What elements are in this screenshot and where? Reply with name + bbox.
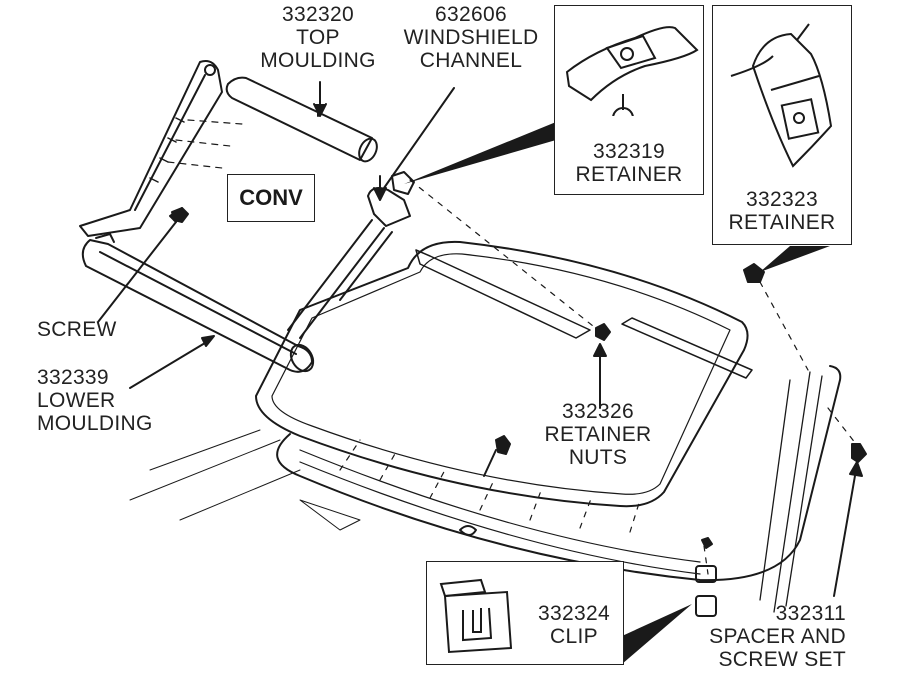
inset-box-332323: [712, 5, 852, 245]
part-name: MOULDING: [37, 412, 153, 435]
part-number: 332311: [775, 602, 846, 625]
part-name: CLIP: [550, 625, 598, 648]
part-name: LOWER: [37, 389, 116, 412]
clip-332324-icon: [439, 578, 513, 654]
label-332311: 332311 SPACER AND SCREW SET: [690, 602, 846, 671]
part-number: 332339: [37, 366, 109, 389]
small-hardware: [495, 263, 867, 549]
part-name: CHANNEL: [419, 49, 523, 72]
guide-lines-pillar: [167, 119, 243, 169]
label-332339: 332339 LOWER MOULDING: [37, 366, 153, 435]
windshield-channel-part: [287, 171, 415, 339]
pointer-332324: [622, 604, 692, 664]
part-name: WINDSHIELD: [403, 26, 539, 49]
label-332326: 332326 RETAINER NUTS: [530, 400, 666, 469]
lower-moulding-part: [81, 233, 315, 373]
part-name: RETAINER: [575, 163, 683, 186]
part-number: 332323: [746, 188, 818, 211]
top-moulding-part: [225, 76, 378, 163]
side-pillar-moulding: [79, 60, 223, 237]
part-number: 332324: [538, 602, 610, 625]
part-name: RETAINER: [728, 211, 836, 234]
part-name: NUTS: [568, 446, 628, 469]
part-name: SCREW SET: [718, 648, 846, 671]
leader-lines: [97, 87, 863, 597]
part-number: 332326: [562, 400, 634, 423]
retainer-332319-icon: [565, 26, 699, 129]
pointer-332323: [760, 246, 830, 272]
windshield-glass: [255, 240, 753, 508]
label-332324: 332324 CLIP: [526, 602, 622, 648]
part-name: SCREW: [37, 318, 117, 341]
label-332323: 332323 RETAINER: [712, 188, 852, 234]
part-name: TOP: [296, 26, 340, 49]
part-name: RETAINER: [544, 423, 652, 446]
label-screw: SCREW: [37, 318, 117, 341]
part-name: MOULDING: [260, 49, 376, 72]
part-number: 332319: [593, 140, 665, 163]
part-number: 632606: [435, 3, 507, 26]
part-name: SPACER AND: [709, 625, 846, 648]
guide-lines-cowl: [339, 179, 857, 575]
label-332320: 332320 TOP MOULDING: [246, 3, 390, 72]
retainer-332323-icon: [730, 23, 833, 168]
part-number: 332320: [282, 3, 354, 26]
inset-box-332324: [426, 561, 624, 665]
label-632606: 632606 WINDSHIELD CHANNEL: [386, 3, 556, 72]
inset-box-332319: [554, 5, 704, 195]
conv-badge: CONV: [227, 174, 315, 222]
label-332319: 332319 RETAINER: [554, 140, 704, 186]
pointer-332319: [404, 122, 556, 184]
